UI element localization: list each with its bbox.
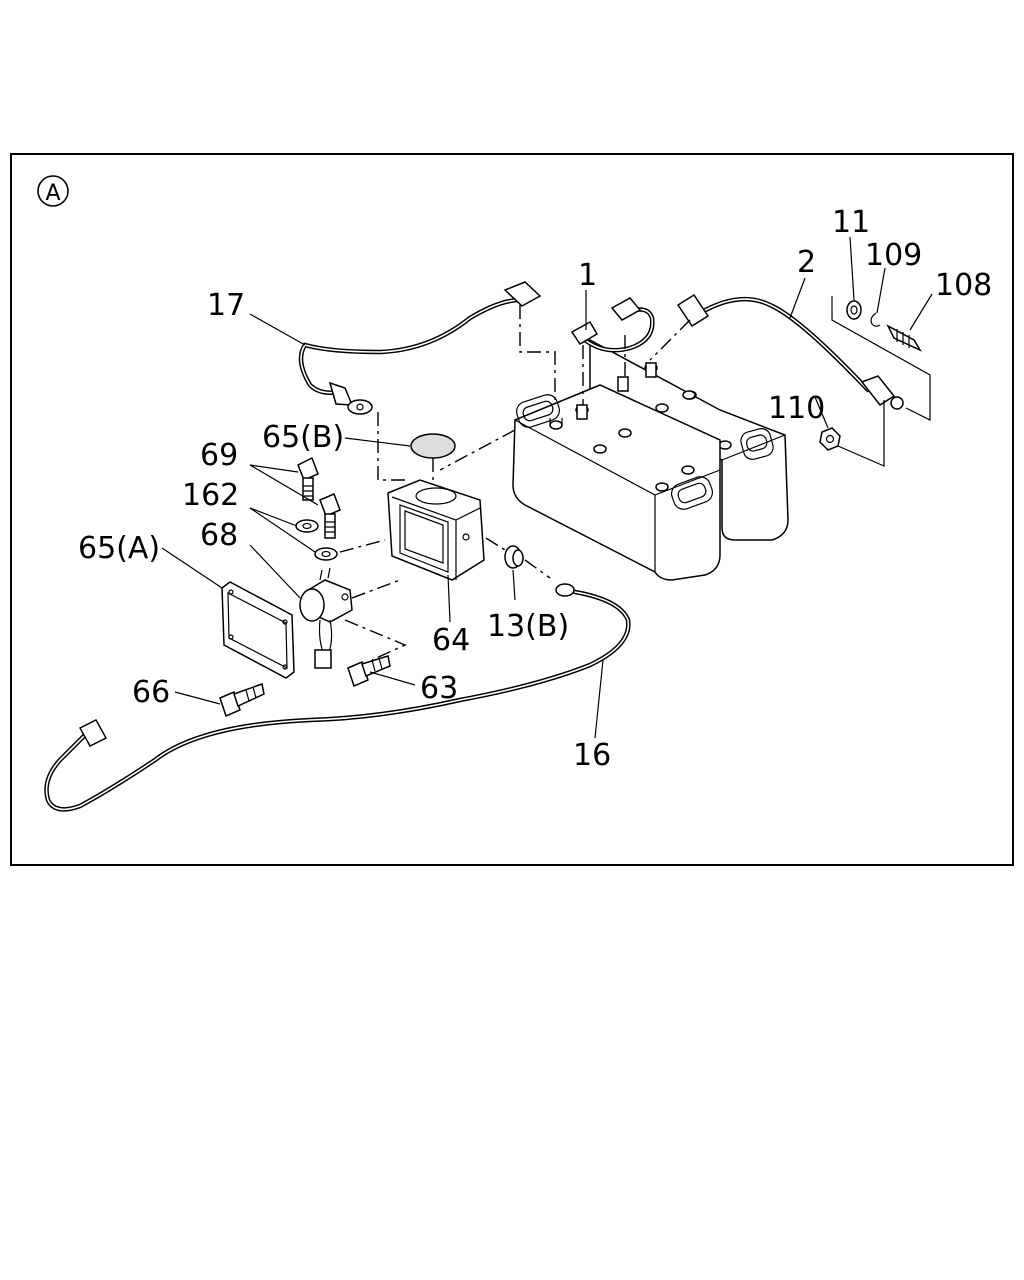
callout-63: 63 bbox=[420, 671, 458, 706]
callout-2: 2 bbox=[797, 245, 816, 280]
cable-1 bbox=[570, 297, 655, 405]
callout-65b: 65(B) bbox=[262, 420, 344, 455]
callout-69: 69 bbox=[200, 438, 238, 473]
nut-110 bbox=[819, 400, 885, 467]
callout-162: 162 bbox=[182, 478, 239, 513]
cover-65a bbox=[221, 581, 295, 679]
washer-162 bbox=[295, 519, 386, 561]
callout-11: 11 bbox=[832, 205, 870, 240]
callout-109: 109 bbox=[865, 238, 922, 273]
callout-110: 110 bbox=[768, 391, 825, 426]
view-marker: A bbox=[37, 175, 69, 207]
cable-17 bbox=[298, 281, 556, 481]
callout-1: 1 bbox=[578, 258, 597, 293]
battery-front bbox=[439, 384, 721, 581]
cable-16 bbox=[44, 583, 631, 812]
callout-64: 64 bbox=[432, 623, 470, 658]
callout-17: 17 bbox=[207, 288, 245, 323]
bolt-63 bbox=[347, 655, 391, 688]
callout-16: 16 bbox=[573, 738, 611, 773]
battery-terminal-posts bbox=[576, 362, 657, 420]
diagram-frame bbox=[10, 153, 1014, 866]
cap-65b bbox=[410, 433, 456, 485]
bolt-66 bbox=[219, 683, 265, 718]
housing-64 bbox=[387, 479, 506, 581]
switch-68 bbox=[299, 567, 407, 669]
callout-labels: 1 2 11 109 108 110 17 65(B) 69 162 68 65… bbox=[78, 205, 992, 773]
bolt-69 bbox=[297, 456, 341, 539]
svg-text:A: A bbox=[45, 181, 60, 206]
callout-108: 108 bbox=[935, 268, 992, 303]
grommet-13b bbox=[504, 545, 551, 579]
callout-13b: 13(B) bbox=[487, 609, 569, 644]
callout-66: 66 bbox=[132, 675, 170, 710]
callout-68: 68 bbox=[200, 518, 238, 553]
callout-65a: 65(A) bbox=[78, 531, 160, 566]
cable-2 bbox=[649, 293, 904, 410]
hardware-group-top-right bbox=[831, 296, 931, 421]
leader-lines bbox=[161, 236, 933, 739]
